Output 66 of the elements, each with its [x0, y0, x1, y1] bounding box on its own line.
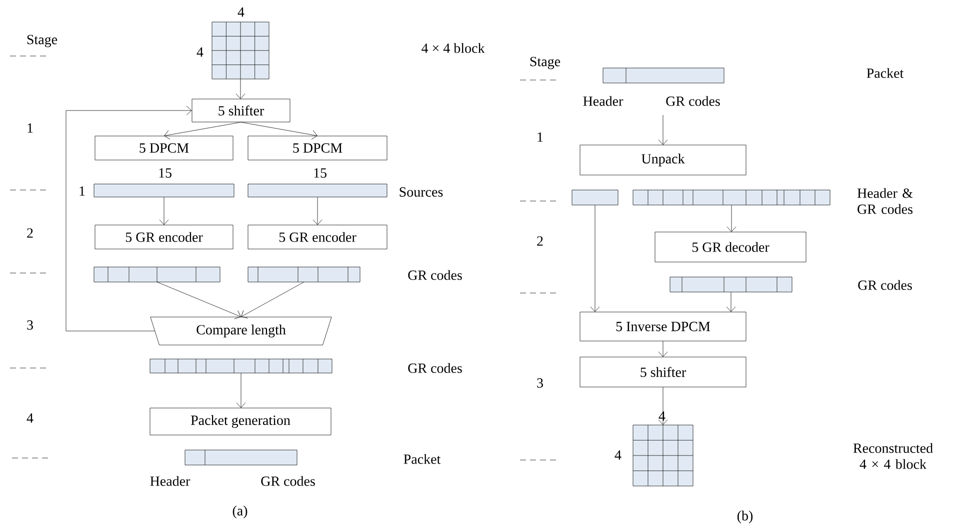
text-label: GR codes: [408, 270, 462, 280]
text-label: Stage: [27, 34, 58, 48]
text-label: GR codes: [408, 363, 462, 373]
process-box: 5 DPCM: [248, 136, 388, 160]
arrow: [241, 282, 304, 318]
arrow: [658, 114, 668, 145]
arrow: [312, 197, 322, 225]
text-label: Sources: [400, 187, 443, 197]
text-label: 2: [537, 236, 543, 246]
text-label: 15: [159, 168, 172, 178]
text-label: 1: [80, 186, 85, 196]
process-box: Packet generation: [150, 408, 332, 436]
arrow: [66, 106, 192, 332]
arrow: [156, 282, 241, 320]
text-label: Header: [583, 96, 624, 106]
block-grid: [212, 22, 270, 80]
process-box: 5 GR encoder: [248, 224, 388, 250]
text-label: Packet: [404, 454, 441, 464]
data-bar: [94, 184, 234, 198]
text-label: Header: [150, 476, 190, 486]
arrow: [164, 122, 242, 140]
data-bar: [602, 68, 724, 84]
arrow: [240, 122, 318, 140]
compare-trapezoid: Compare length: [150, 316, 332, 346]
process-box: 5 shifter: [192, 98, 290, 122]
data-bar: [632, 190, 830, 206]
text-label: 4 × 4 block: [422, 43, 485, 53]
arrow: [236, 79, 246, 99]
process-box: 5 DPCM: [94, 136, 234, 160]
text-label: 3: [537, 378, 543, 388]
process-box: 5 shifter: [580, 356, 746, 388]
data-bar: [184, 450, 298, 466]
data-bar: [572, 190, 618, 206]
process-box: 5 GR decoder: [654, 232, 806, 262]
text-label: 4: [658, 411, 666, 421]
text-label: 2: [27, 228, 33, 238]
panel-label: (a): [232, 506, 248, 518]
text-label: Reconstructed 4 × 4 block: [853, 443, 933, 469]
arrow: [236, 373, 246, 408]
process-box: 5 GR encoder: [94, 224, 234, 250]
block-grid: [632, 424, 694, 486]
arrow: [726, 205, 736, 232]
text-label: GR codes: [666, 96, 720, 106]
arrow: [726, 292, 736, 312]
arrow: [658, 387, 668, 425]
process-box: 5 Inverse DPCM: [580, 312, 746, 342]
text-label: 1: [538, 132, 543, 142]
text-label: GR codes: [858, 280, 912, 290]
panel-label: (b): [737, 510, 753, 524]
text-label: 1: [28, 123, 33, 133]
text-label: 15: [314, 168, 326, 178]
arrow: [159, 197, 169, 225]
arrow: [590, 205, 600, 312]
data-bar: [248, 266, 360, 282]
arrow: [658, 341, 668, 357]
data-bar: [150, 358, 332, 374]
process-box: Unpack: [580, 144, 746, 176]
text-label: Header & GR codes: [857, 188, 913, 214]
data-bar: [248, 184, 388, 198]
text-label: Packet: [866, 68, 904, 78]
text-label: 4: [26, 413, 34, 423]
text-label: GR codes: [261, 476, 315, 486]
text-label: 3: [27, 320, 33, 330]
text-label: Stage: [530, 56, 560, 70]
data-bar: [670, 276, 792, 292]
data-bar: [94, 266, 220, 282]
